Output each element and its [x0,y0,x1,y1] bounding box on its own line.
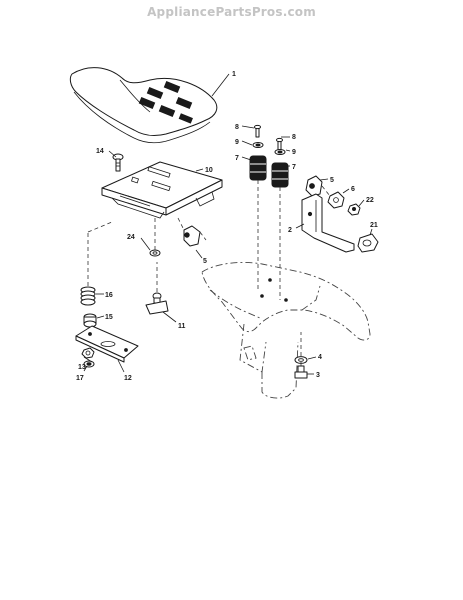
callout-3: 3 [316,372,320,379]
latch-knob[interactable] [145,262,169,315]
callout-8-left: 8 [235,124,239,131]
leader-lines [83,73,373,375]
callout-10: 10 [205,167,213,174]
seat-slide-plate[interactable] [75,325,139,363]
callout-4: 4 [318,354,322,361]
mounting-clip-right[interactable] [305,175,323,197]
callout-24: 24 [127,234,135,241]
tractor-frame-outline [201,261,371,399]
adjustment-knob[interactable] [357,233,379,253]
callout-9-left: 9 [235,139,239,146]
callout-22: 22 [366,197,374,204]
callout-7-right: 7 [292,164,296,171]
callout-5-left: 5 [203,258,207,265]
callout-1: 1 [232,71,236,78]
compression-spring[interactable] [80,221,113,306]
watermark-text: AppliancePartsPros.com [147,5,316,19]
mounting-clip-left[interactable] [177,217,207,247]
hex-nut-small[interactable] [347,203,361,216]
callout-2: 2 [288,227,292,234]
bushing[interactable] [83,313,97,328]
hex-nut[interactable] [83,360,95,368]
callout-15: 15 [105,314,113,321]
callout-17: 17 [76,375,84,382]
callout-labels: 1 2 3 4 5 5 6 7 7 8 8 9 9 10 11 12 13 14… [76,71,378,382]
seat-cushion[interactable] [69,67,218,144]
flange-nut[interactable] [327,191,345,209]
callout-14: 14 [96,148,104,155]
callout-11: 11 [178,323,186,330]
callout-21: 21 [370,222,378,229]
callout-16: 16 [105,292,113,299]
callout-6: 6 [351,186,355,193]
seat-pivot-bracket[interactable] [301,185,355,253]
shoulder-bolt[interactable] [294,362,308,379]
callout-5-right: 5 [330,177,334,184]
washer[interactable] [149,215,161,257]
callout-8-right: 8 [292,134,296,141]
callout-13: 13 [78,364,86,371]
seat-pan[interactable] [101,161,223,219]
rubber-bumper-stack-left[interactable] [249,124,267,290]
callout-9-right: 9 [292,149,296,156]
callout-7-left: 7 [235,155,239,162]
callout-12: 12 [124,375,132,382]
rubber-bumper-stack-right[interactable] [271,137,289,300]
flat-washer[interactable] [294,332,308,364]
carriage-bolt[interactable] [112,153,124,172]
lock-nut[interactable] [81,347,95,359]
